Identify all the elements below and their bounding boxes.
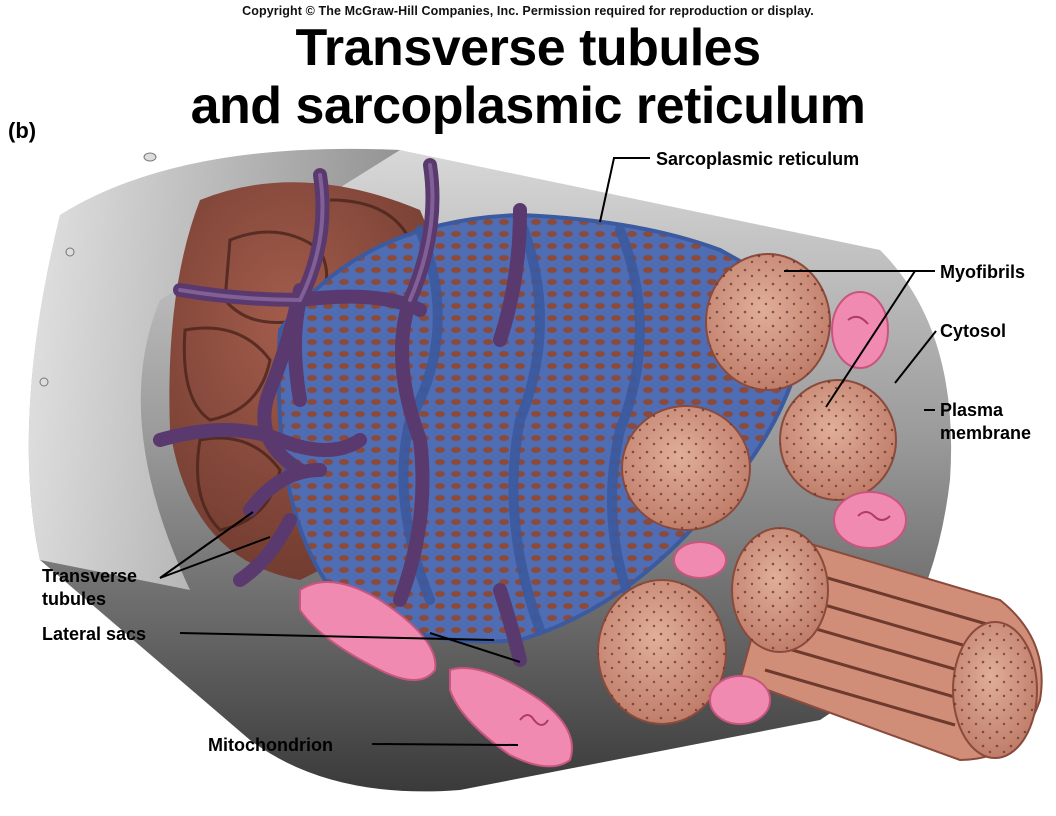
label-mitochondrion: Mitochondrion [208, 735, 333, 755]
label-plasma-membrane-line-2: membrane [940, 423, 1032, 443]
label-cytosol: Cytosol [940, 321, 1007, 341]
label-myofibrils: Myofibrils [940, 262, 1026, 282]
protruding-myofibril [731, 527, 1043, 762]
copyright-notice: Copyright © The McGraw-Hill Companies, I… [242, 4, 814, 18]
title-line-1: Transverse tubules [295, 19, 762, 77]
leader-lines [159, 157, 937, 746]
panel-label: (b) [8, 118, 37, 143]
label-sarcoplasmic-reticulum: Sarcoplasmic reticulum [656, 149, 860, 169]
mitochondria [299, 291, 907, 768]
label-lateral-sacs: Lateral sacs [42, 624, 147, 644]
label-transverse-tubules-line-1: Transverse [42, 566, 138, 586]
label-plasma-membrane-line-1: Plasma [940, 400, 1004, 420]
myofibril-cut-ends [597, 253, 897, 725]
title-line-2: and sarcoplasmic reticulum [190, 77, 866, 135]
label-transverse-tubules-line-2: tubules [42, 589, 107, 609]
